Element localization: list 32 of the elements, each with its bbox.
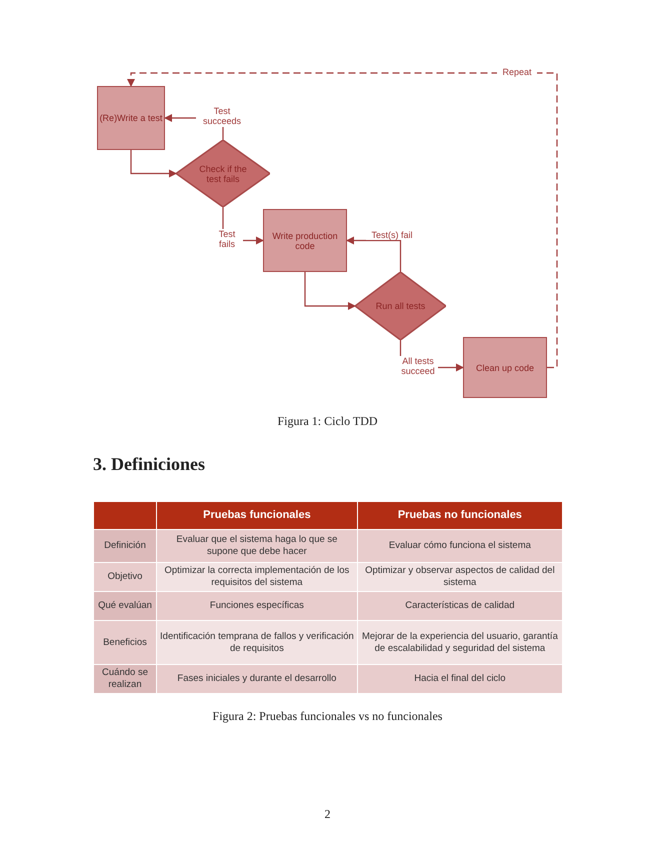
figure-caption: Figura 2: Pruebas funcionales vs no funcionales <box>212 709 444 724</box>
table-cell: Evaluar que el sistema haga lo que se supone que debe hacer <box>156 530 358 562</box>
edge-label: All tests succeed <box>398 356 438 377</box>
table-cell: Hacia el final del ciclo <box>357 664 562 694</box>
table-cell: Fases iniciales y durante el desarrollo <box>156 664 358 694</box>
decision-diamond: Run all tests <box>355 272 446 340</box>
header-cell: Pruebas no funcionales <box>357 502 562 530</box>
header-cell: Pruebas funcionales <box>156 502 358 530</box>
arrow <box>346 236 402 272</box>
arrow <box>130 150 177 178</box>
arrow <box>304 272 356 310</box>
row-header: Definición <box>94 530 157 562</box>
process-box: (Re)Write a test <box>97 86 165 150</box>
edge-label: Repeat <box>497 67 537 78</box>
dashed-arrow <box>127 72 558 368</box>
row-header: Objetivo <box>94 562 157 592</box>
row-header: Qué evalúan <box>94 592 157 620</box>
page-number: 2 <box>324 807 332 822</box>
process-box: Clean up code <box>463 337 547 398</box>
table-cell: Optimizar la correcta implementación de los requisitos del sistema <box>156 562 358 592</box>
table-cell: Mejorar de la experiencia del usuario, garantía de escalabilidad y seguridad del sistema <box>357 620 562 664</box>
table-cell: Identificación temprana de fallos y verificación de requisitos <box>156 620 358 664</box>
figure-caption: Figura 1: Ciclo TDD <box>276 414 379 429</box>
decision-diamond: Check if the test fails <box>176 140 270 207</box>
table-cell: Optimizar y observar aspectos de calidad del sistema <box>357 562 562 592</box>
section-heading: 3. Definiciones <box>93 454 205 475</box>
row-header: Beneficios <box>94 620 157 664</box>
table-cell: Características de calidad <box>357 592 562 620</box>
row-header: Cuándo se realizan <box>94 664 157 694</box>
process-box: Write production code <box>263 209 347 272</box>
table-cell: Evaluar cómo funciona el sistema <box>357 530 562 562</box>
table-cell: Funciones específicas <box>156 592 358 620</box>
